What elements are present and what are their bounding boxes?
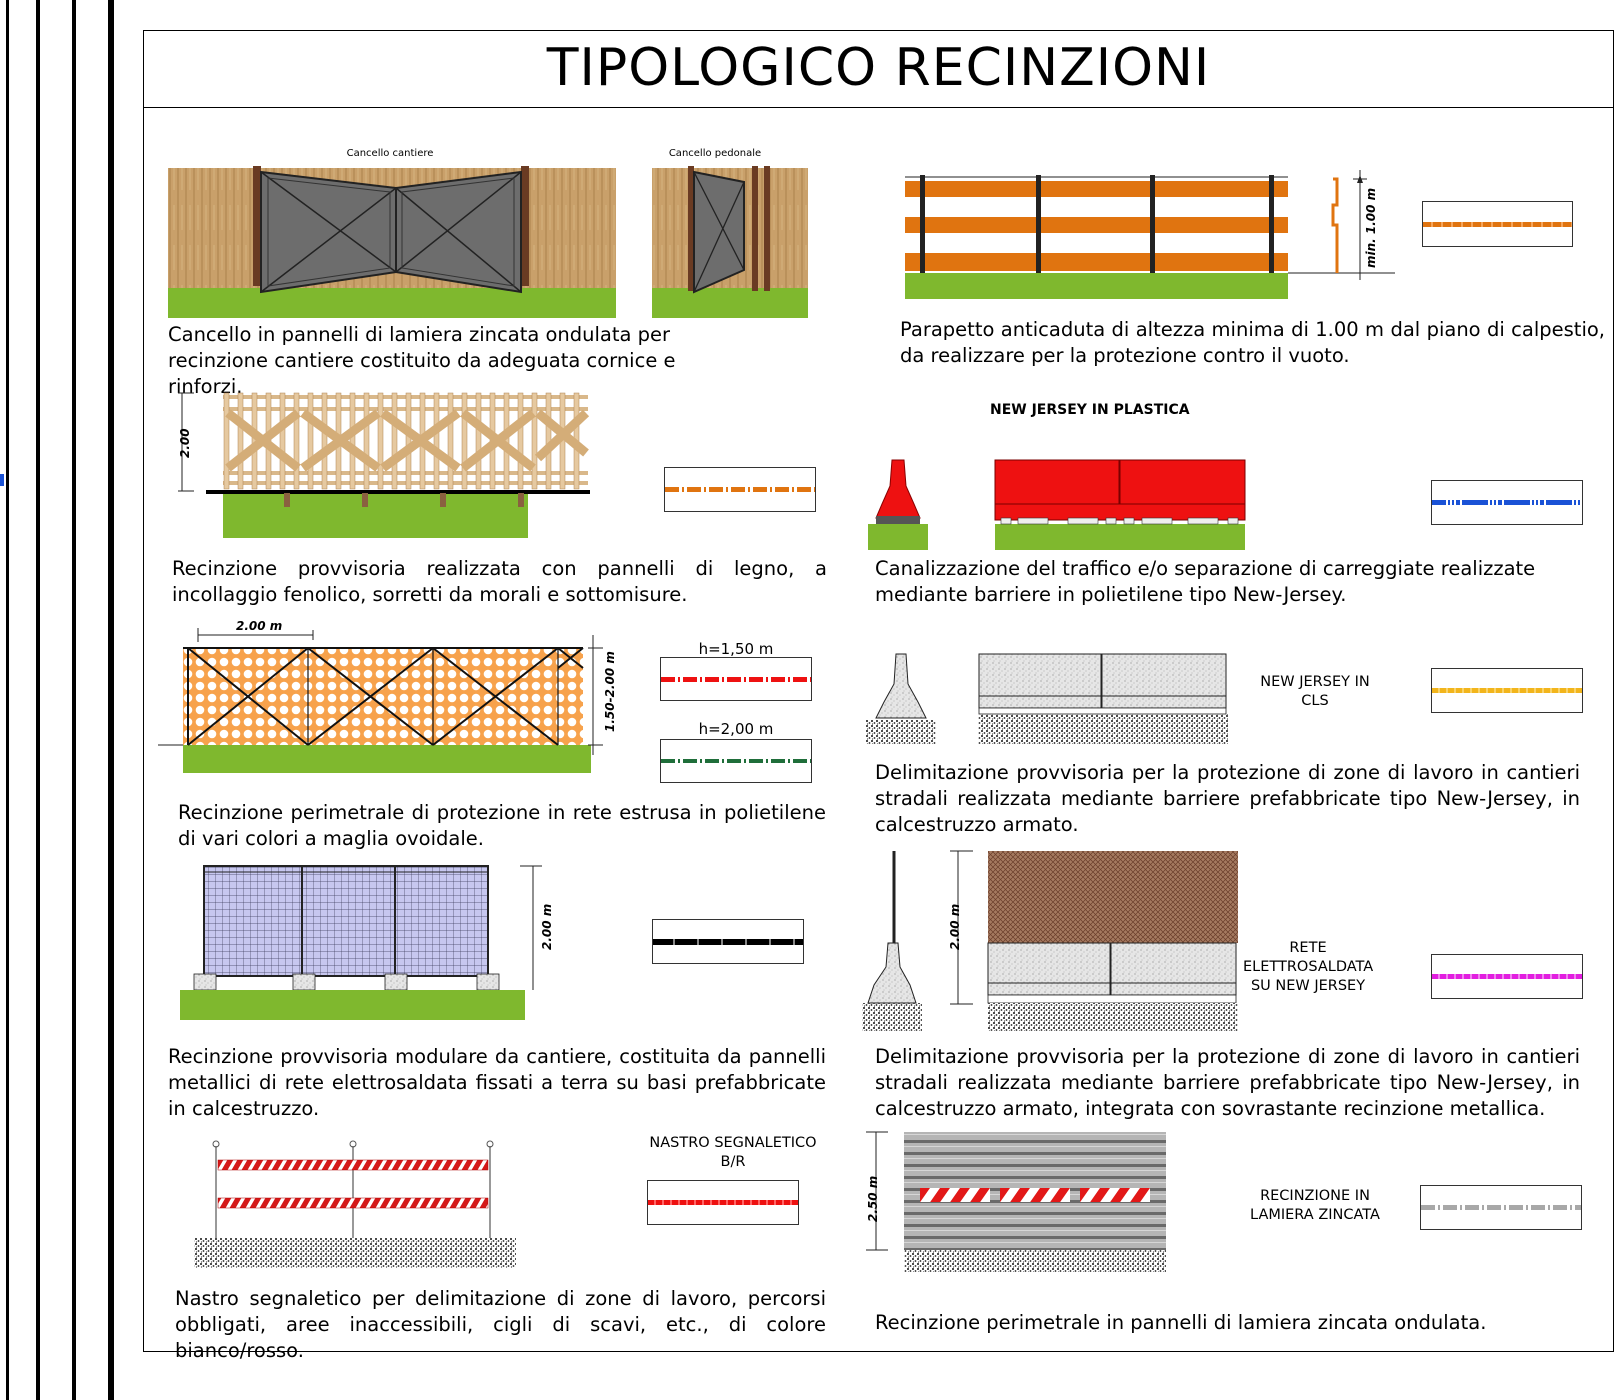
sheet-dimension: 2.50 m	[866, 1175, 880, 1222]
parapet-height-label: min. 1.00 m	[1364, 187, 1378, 268]
wood-fence-dimension: 2.00	[178, 428, 192, 458]
legend-h200	[660, 739, 812, 783]
modular-description: Recinzione provvisoria modulare da canti…	[168, 1045, 826, 1120]
modular-dimension: 2.00 m	[540, 903, 554, 950]
tape-drawing	[194, 1140, 516, 1268]
legend-line-black	[653, 938, 803, 945]
page-title: TIPOLOGICO RECINZIONI	[546, 38, 1211, 98]
legend-modular	[652, 919, 804, 964]
blue-marker	[0, 474, 4, 486]
legend-line-blue	[1432, 500, 1582, 505]
border-line-2	[36, 0, 40, 1400]
label-h150: h=1,50 m	[698, 640, 774, 658]
sheet-description: Recinzione perimetrale in pannelli di la…	[875, 1311, 1487, 1334]
nj-mesh-description: Delimitazione provvisoria per la protezi…	[875, 1045, 1580, 1120]
sheet-fence-drawing	[866, 1131, 1166, 1272]
nj-plastic-description: Canalizzazione del traffico e/o separazi…	[875, 557, 1536, 606]
nj-cls-label: NEW JERSEY IN CLS	[1260, 674, 1370, 709]
legend-line-magenta	[1432, 974, 1582, 979]
title-bar: TIPOLOGICO RECINZIONI	[143, 30, 1614, 108]
legend-wood-fence	[664, 467, 816, 512]
wood-fence-description: Recinzione provvisoria realizzata con pa…	[172, 557, 827, 606]
parapet-description: Parapetto anticaduta di altezza minima d…	[900, 318, 1605, 367]
drawing-sheet	[143, 30, 1614, 1352]
nj-cls-description: Delimitazione provvisoria per la protezi…	[875, 761, 1580, 836]
mesh-height-dimension: 1.50-2.00 m	[603, 651, 617, 732]
label-site-gate: Cancello cantiere	[346, 148, 434, 159]
gate-drawing	[168, 166, 808, 318]
sheet-label: RECINZIONE IN LAMIERA ZINCATA	[1250, 1188, 1380, 1223]
gate-description: Cancello in pannelli di lamiera zincata …	[168, 323, 676, 398]
border-line-4	[108, 0, 114, 1400]
legend-nj-mesh	[1431, 954, 1583, 999]
legend-nj-plastic	[1431, 480, 1583, 525]
legend-line-red-dash	[661, 676, 811, 682]
legend-line-gray	[1421, 1205, 1581, 1210]
mesh-fence-drawing	[158, 628, 603, 773]
legend-parapet	[1422, 201, 1573, 247]
mesh-fence-description: Recinzione perimetrale di protezione in …	[178, 801, 826, 850]
legend-sheet	[1420, 1185, 1582, 1230]
nj-plastic-heading: NEW JERSEY IN PLASTICA	[990, 402, 1190, 418]
mesh-width-dimension: 2.00 m	[236, 619, 283, 633]
nj-mesh-dimension: 2.00 m	[948, 903, 962, 950]
legend-nj-cls	[1431, 668, 1583, 713]
label-ped-gate: Cancello pedonale	[668, 148, 762, 159]
nj-mesh-drawing	[862, 850, 1238, 1031]
legend-line-orange	[1423, 221, 1572, 227]
legend-line-yellow	[1432, 688, 1582, 693]
modular-fence-drawing	[180, 865, 542, 1020]
parapet-drawing	[905, 170, 1395, 299]
border-line-3	[72, 0, 76, 1400]
legend-line-red	[648, 1200, 798, 1205]
nj-plastic-drawing	[868, 459, 1246, 550]
tape-description: Nastro segnaletico per delimitazione di …	[175, 1287, 826, 1362]
tape-label: NASTRO SEGNALETICO B/R	[649, 1135, 817, 1170]
border-line-1	[6, 0, 9, 1400]
legend-line-orange-dash	[665, 487, 815, 492]
legend-line-green-dash	[661, 759, 811, 763]
nj-mesh-label: RETE ELETTROSALDATA SU NEW JERSEY	[1243, 940, 1374, 994]
nj-cls-drawing	[866, 653, 1228, 744]
label-h200: h=2,00 m	[698, 720, 774, 738]
legend-tape	[647, 1180, 799, 1225]
wood-fence-drawing	[178, 392, 590, 538]
legend-h150	[660, 657, 812, 701]
